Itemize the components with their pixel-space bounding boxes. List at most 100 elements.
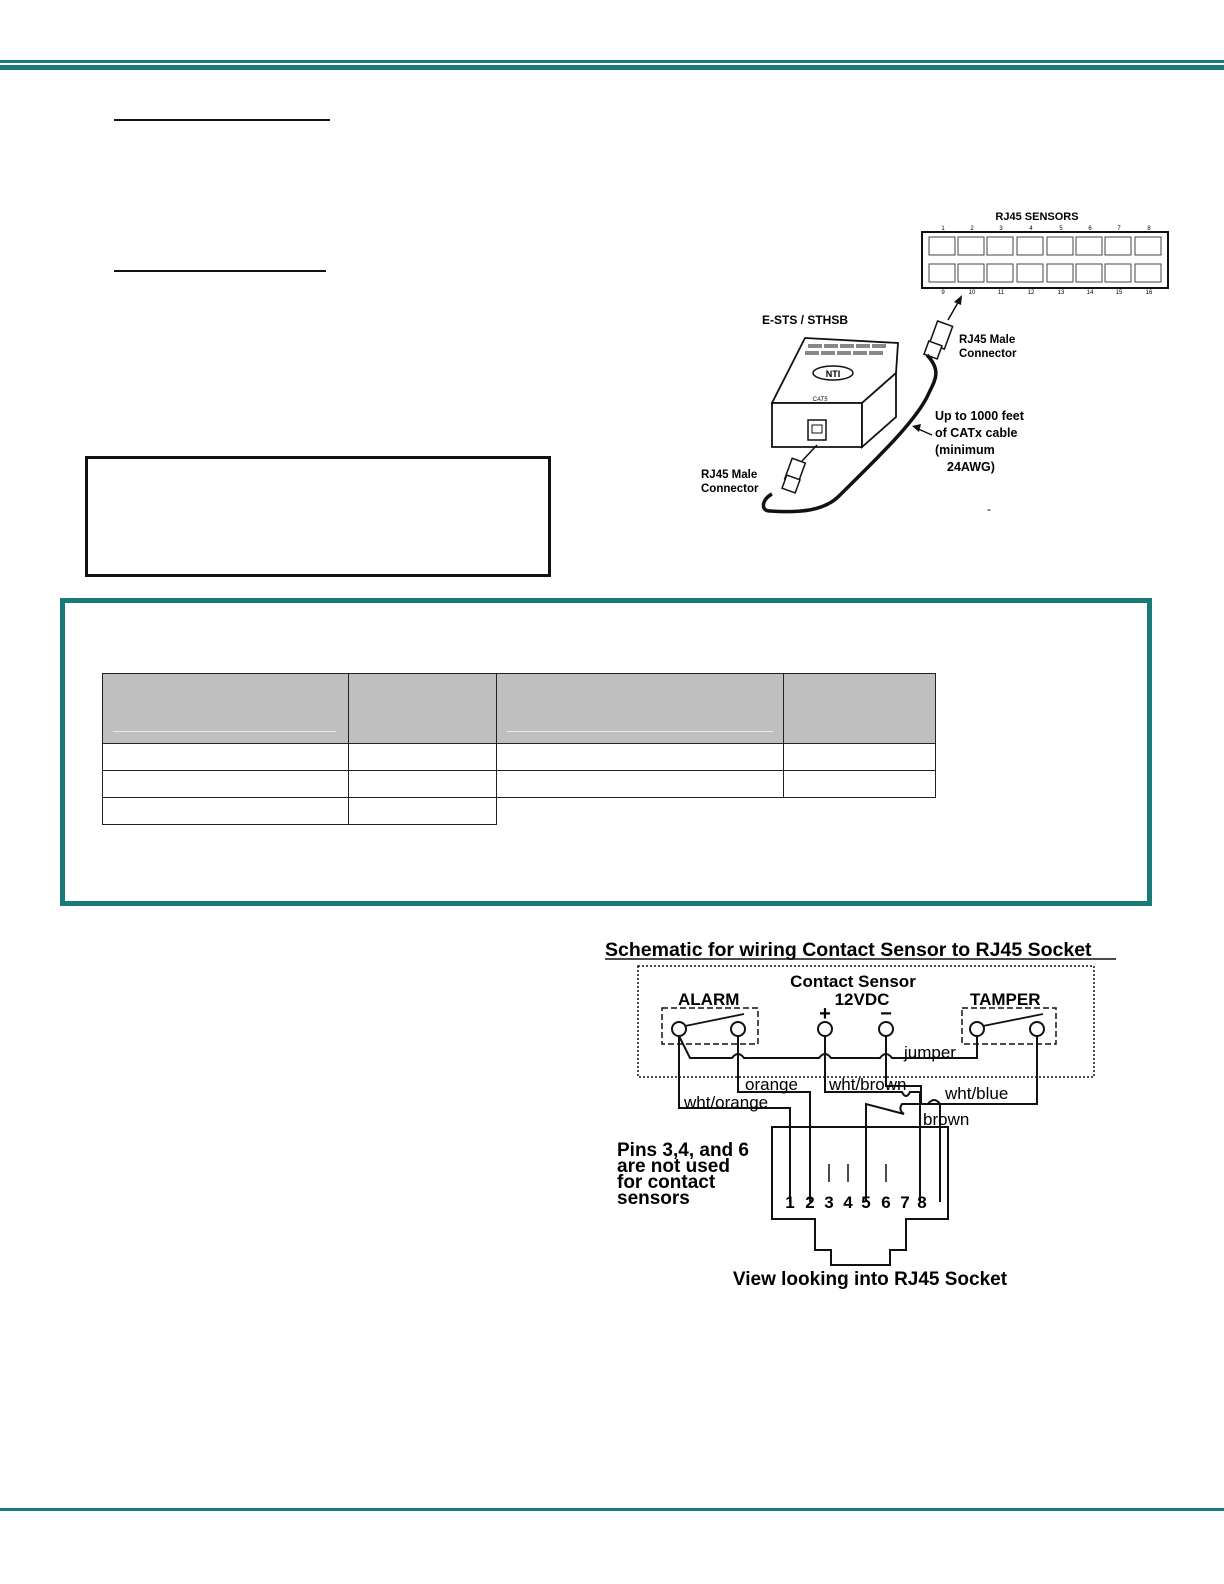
table-header-cell <box>348 673 497 744</box>
port-number: 5 <box>1059 226 1063 232</box>
alarm-switch-lever <box>684 1013 745 1027</box>
tamper-switch-box <box>961 1007 1057 1045</box>
rj45-ports <box>928 236 1162 283</box>
section-heading-2 <box>114 270 326 272</box>
cable-note-line4: 24AWG) <box>947 460 995 474</box>
rj45-socket-outline <box>771 1126 949 1266</box>
alarm-switch-box <box>661 1007 759 1045</box>
tamper-label: TAMPER <box>970 990 1041 1009</box>
voltage-label: 12VDC <box>835 990 890 1009</box>
table-cell <box>783 770 936 798</box>
table-row <box>102 797 936 825</box>
minus-label: − <box>880 1003 892 1025</box>
connector-right-line1: RJ45 Male <box>959 334 1015 346</box>
table-cell <box>496 770 784 798</box>
socket-caption: View looking into RJ45 Socket <box>733 1269 1008 1290</box>
connector-right-line2: Connector <box>959 348 1017 360</box>
pin-number: 4 <box>843 1193 853 1212</box>
port-number: 1 <box>941 226 945 232</box>
bottom-port-numbers: 9 10 11 12 13 14 15 16 <box>941 290 1153 296</box>
pin-numbers: 1 2 3 4 5 6 7 8 <box>785 1193 926 1212</box>
port-number: 14 <box>1087 290 1094 296</box>
pins-note: Pins 3,4, and 6 are not used for contact… <box>617 1140 749 1209</box>
table-header-cell <box>102 673 349 744</box>
pin-number: 3 <box>824 1193 833 1212</box>
port-number: 10 <box>969 290 976 296</box>
pins-note-line: for contact <box>617 1172 716 1193</box>
panel-title: RJ45 SENSORS <box>995 211 1078 223</box>
contact-sensor-outline <box>637 965 1095 1078</box>
wiring-schematic: Schematic for wiring Contact Sensor to R… <box>605 939 1116 1290</box>
tamper-switch-lever <box>982 1013 1044 1027</box>
sensor-title: Contact Sensor <box>790 972 916 991</box>
pin-number: 6 <box>881 1193 890 1212</box>
table-header-row <box>102 673 936 744</box>
plus-label: + <box>819 1003 831 1025</box>
table-cell <box>102 797 349 825</box>
footer-rule <box>0 1508 1224 1511</box>
table-cell <box>496 743 784 771</box>
header-rule-bottom <box>0 65 1224 70</box>
connector-left-line1: RJ45 Male <box>701 469 757 481</box>
pin-number: 1 <box>785 1193 794 1212</box>
wires <box>678 1035 1038 1202</box>
table-row <box>102 770 936 798</box>
port-number: 13 <box>1058 290 1065 296</box>
alarm-label: ALARM <box>678 990 739 1009</box>
port-number: 16 <box>1146 290 1153 296</box>
teal-info-box <box>60 598 1152 906</box>
port-number: 12 <box>1028 290 1035 296</box>
catx-cable <box>761 353 938 514</box>
sensor-label: E-STS / STHSB <box>762 313 848 327</box>
note-box <box>85 456 551 577</box>
port-number: 15 <box>1116 290 1123 296</box>
port-number: 9 <box>941 290 945 296</box>
port-number: 2 <box>970 226 974 232</box>
port-number: 7 <box>1117 226 1121 232</box>
cable-note-line2: of CATx cable <box>935 426 1017 440</box>
table-cell <box>348 797 497 825</box>
table-cell <box>348 743 497 771</box>
pin-number: 8 <box>917 1193 926 1212</box>
port-number: 6 <box>1088 226 1092 232</box>
schematic-title: Schematic for wiring Contact Sensor to R… <box>605 939 1092 961</box>
port-number: 4 <box>1029 226 1033 232</box>
nti-logo <box>812 365 854 381</box>
dash-mark: - <box>987 502 991 516</box>
rj45-connector-right <box>923 320 954 360</box>
jumper-label: jumper <box>903 1043 956 1062</box>
unused-pin-marks <box>828 1164 887 1182</box>
section-heading-1 <box>114 119 330 121</box>
cable-note-line3: (minimum <box>935 443 995 457</box>
port-number: 3 <box>999 226 1003 232</box>
wht-brown-label: wht/brown <box>828 1075 906 1094</box>
pins-note-line: are not used <box>617 1156 730 1177</box>
table-cell <box>783 743 936 771</box>
table-cell <box>348 770 497 798</box>
header-rule-top <box>0 60 1224 63</box>
table-row <box>102 743 936 771</box>
brown-label: brown <box>923 1110 969 1129</box>
table-cell-empty <box>497 798 784 825</box>
pin-number: 7 <box>900 1193 909 1212</box>
wht-blue-label: wht/blue <box>944 1084 1008 1103</box>
specs-table <box>102 673 936 825</box>
pins-note-line: Pins 3,4, and 6 <box>617 1140 749 1161</box>
pins-note-line: sensors <box>617 1188 690 1209</box>
connection-diagram: RJ45 SENSORS 1 2 3 4 5 6 7 8 9 10 11 12 … <box>701 211 1169 516</box>
table-cell-empty <box>784 798 936 825</box>
port-number: 8 <box>1147 226 1151 232</box>
rj45-connector-left <box>781 457 807 494</box>
pin-number: 5 <box>861 1193 870 1212</box>
pin-number: 2 <box>805 1193 814 1212</box>
sensor-vents <box>805 344 886 355</box>
table-cell <box>102 770 349 798</box>
top-port-numbers: 1 2 3 4 5 6 7 8 <box>941 226 1151 232</box>
orange-label: orange <box>745 1075 798 1094</box>
connector-left-line2: Connector <box>701 483 759 495</box>
table-header-cell <box>783 673 936 744</box>
sensor-logo-text: NTI <box>826 369 841 379</box>
sensor-model: CAT5 <box>813 397 829 403</box>
port-number: 11 <box>998 290 1005 296</box>
table-header-cell <box>496 673 784 744</box>
